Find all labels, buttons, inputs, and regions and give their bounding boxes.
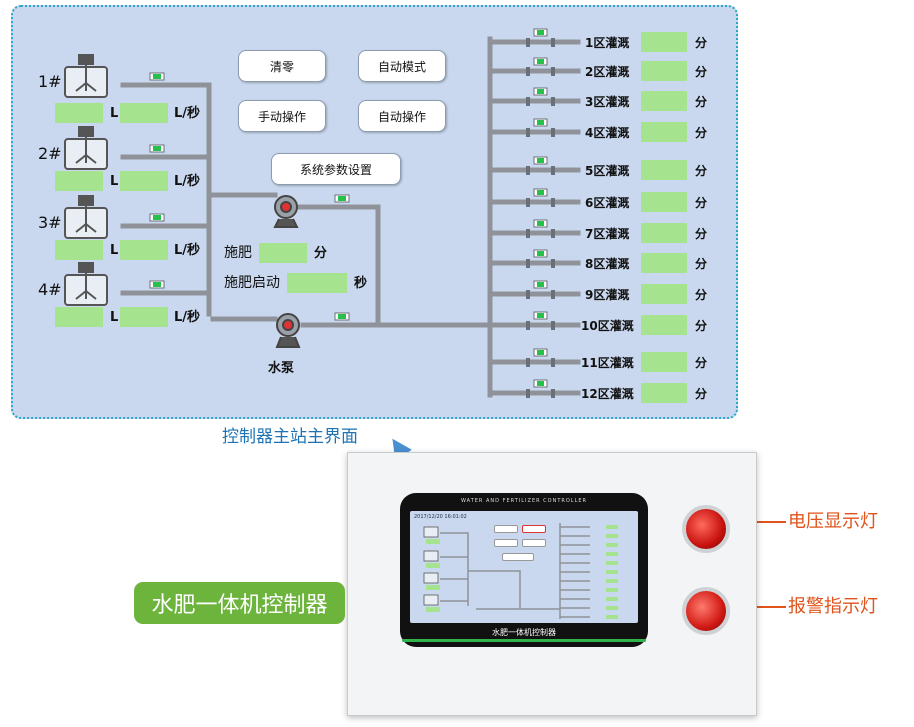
- zone-9-value: [641, 284, 687, 304]
- zone-11-value: [641, 352, 687, 372]
- tank-1-total-unit: L: [110, 106, 119, 121]
- tank-3-label: 3#: [38, 213, 62, 232]
- zone-2-value: [641, 61, 687, 81]
- device-accent-strip: [402, 639, 646, 642]
- clear-button[interactable]: 清零: [238, 50, 326, 82]
- tank-2-flow-value: [120, 171, 168, 191]
- pipe-network: [64, 28, 581, 398]
- fertilize-start-unit: 秒: [354, 276, 368, 291]
- zone-12-value: [641, 383, 687, 403]
- tank-3-total-unit: L: [110, 243, 119, 258]
- zone-8-value: [641, 253, 687, 273]
- alarm-lamp-caption: 报警指示灯: [788, 596, 878, 617]
- zone-4-unit: 分: [695, 126, 708, 140]
- system-settings-button[interactable]: 系统参数设置: [271, 153, 401, 185]
- controller-main-screen: 1# 2# 3# 4# L L/秒 L L/秒 L L/秒 L L/秒 清零 自…: [11, 5, 738, 419]
- zone-10-unit: 分: [695, 319, 708, 333]
- zone-valves: [526, 28, 555, 398]
- pump-icons: [273, 195, 301, 348]
- controller-device: WATER AND FERTILIZER CONTROLLER 2017/12/…: [347, 452, 757, 716]
- auto-mode-button[interactable]: 自动模式: [358, 50, 446, 82]
- zone-5-label: 5区灌溉: [585, 164, 630, 178]
- zone-3-unit: 分: [695, 95, 708, 109]
- lcd-clock: 2017/12/20 16:01:02: [414, 514, 467, 520]
- zone-9-unit: 分: [695, 288, 708, 302]
- zone-9-label: 9区灌溉: [585, 288, 630, 302]
- tank-2-flow-unit: L/秒: [174, 174, 201, 189]
- alarm-indicator-lamp: [682, 587, 730, 635]
- voltage-indicator-lamp: [682, 505, 730, 553]
- zone-4-label: 4区灌溉: [585, 126, 630, 140]
- zone-3-label: 3区灌溉: [585, 95, 630, 109]
- zone-7-unit: 分: [695, 227, 708, 241]
- zone-1-value: [641, 32, 687, 52]
- zone-6-unit: 分: [695, 196, 708, 210]
- auto-operation-button[interactable]: 自动操作: [358, 100, 446, 132]
- zone-12-unit: 分: [695, 387, 708, 401]
- zone-5-unit: 分: [695, 164, 708, 178]
- tank-3-total-value: [55, 240, 103, 260]
- zone-2-unit: 分: [695, 65, 708, 79]
- zone-6-label: 6区灌溉: [585, 196, 630, 210]
- fertilize-start-value: [287, 273, 347, 293]
- tank-4-total-unit: L: [110, 310, 119, 325]
- tank-2-total-value: [55, 171, 103, 191]
- tank-4-label: 4#: [38, 280, 62, 299]
- zone-12-label: 12区灌溉: [581, 387, 634, 401]
- tank-4-flow-unit: L/秒: [174, 310, 201, 325]
- zone-8-unit: 分: [695, 257, 708, 271]
- fertilize-value: [259, 243, 307, 263]
- zone-1-unit: 分: [695, 36, 708, 50]
- zone-2-label: 2区灌溉: [585, 65, 630, 79]
- tank-1-label: 1#: [38, 72, 62, 91]
- device-lcd: 2017/12/20 16:01:02: [410, 511, 638, 623]
- zone-3-value: [641, 91, 687, 111]
- tank-4-flow-value: [120, 307, 168, 327]
- water-pump-label: 水泵: [268, 361, 295, 376]
- zone-7-label: 7区灌溉: [585, 227, 630, 241]
- tank-2-total-unit: L: [110, 174, 119, 189]
- tank-4-total-value: [55, 307, 103, 327]
- tank-3-flow-value: [120, 240, 168, 260]
- tank-3-flow-unit: L/秒: [174, 243, 201, 258]
- manual-operation-button[interactable]: 手动操作: [238, 100, 326, 132]
- zone-10-label: 10区灌溉: [581, 319, 634, 333]
- voltage-lamp-caption: 电压显示灯: [788, 511, 878, 532]
- product-name-badge: 水肥一体机控制器: [134, 582, 345, 624]
- zone-11-label: 11区灌溉: [581, 356, 634, 370]
- zone-1-label: 1区灌溉: [585, 36, 630, 50]
- zone-10-value: [641, 315, 687, 335]
- zone-6-value: [641, 192, 687, 212]
- zone-11-unit: 分: [695, 356, 708, 370]
- tank-1-total-value: [55, 103, 103, 123]
- device-brand-label: 水肥一体机控制器: [492, 628, 556, 637]
- tank-1-flow-value: [120, 103, 168, 123]
- main-screen-caption: 控制器主站主界面: [222, 427, 358, 447]
- zone-4-value: [641, 122, 687, 142]
- fertilize-unit: 分: [314, 246, 328, 261]
- device-top-banner: WATER AND FERTILIZER CONTROLLER: [461, 498, 587, 504]
- tank-1-flow-unit: L/秒: [174, 106, 201, 121]
- zone-5-value: [641, 160, 687, 180]
- tank-2-label: 2#: [38, 144, 62, 163]
- fertilize-start-label: 施肥启动: [224, 275, 280, 291]
- zone-7-value: [641, 223, 687, 243]
- device-display-bezel: WATER AND FERTILIZER CONTROLLER 2017/12/…: [400, 493, 648, 647]
- zone-8-label: 8区灌溉: [585, 257, 630, 271]
- fertilize-label: 施肥: [224, 245, 252, 261]
